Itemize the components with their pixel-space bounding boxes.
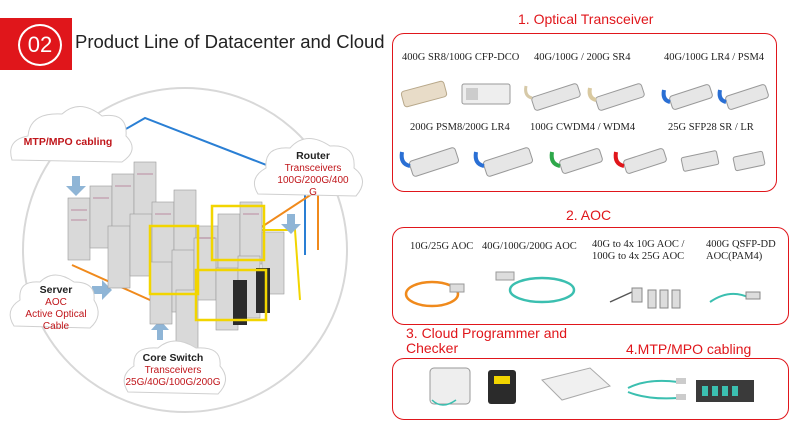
cloud-mtp-label: MTP/MPO cabling	[18, 136, 118, 149]
section-programmer-title: 3. Cloud Programmer and Checker	[406, 326, 567, 356]
cloud-icon	[123, 340, 226, 395]
arrow-down-icon	[281, 214, 301, 234]
cloud-server-sub2: Active Optical	[25, 309, 87, 320]
page-title: Product Line of Datacenter and Cloud	[75, 31, 385, 52]
transceiver-module-icon	[732, 150, 766, 172]
datacenter-ring	[22, 87, 348, 413]
transceiver-module-icon	[400, 80, 448, 108]
fiber-cassette-icon	[627, 378, 686, 400]
optical-label-2: 40G/100G / 200G SR4	[534, 52, 631, 63]
cloud-core-sub2: 25G/40G/100G/200G	[125, 377, 221, 388]
programmer-products	[429, 367, 754, 406]
cloud-icons	[9, 106, 363, 395]
section-optical-title: 1. Optical Transceiver	[518, 11, 654, 27]
transceiver-module-icon	[399, 147, 460, 177]
cloud-server-sub3: Cable	[42, 321, 70, 332]
transceiver-module-icon	[680, 150, 720, 172]
cloud-server-label: Server AOC Active Optical Cable	[14, 284, 98, 333]
aoc-label-5: 400G QSFP-DD	[706, 239, 776, 250]
arrow-right-icon	[92, 280, 112, 300]
arrow-down-icon	[66, 176, 86, 196]
aoc-cable-icon	[709, 291, 761, 303]
aoc-cable-icon	[495, 271, 576, 304]
optical-label-4: 200G PSM8/200G LR4	[410, 122, 510, 133]
cloud-core-label: Core Switch Transceivers 25G/40G/100G/20…	[118, 352, 228, 389]
section-number-badge: 02	[18, 24, 62, 66]
transceiver-module-icon	[587, 83, 645, 111]
section-programmer-title-line2: Checker	[406, 340, 459, 356]
cloud-router-title: Router	[296, 150, 330, 162]
cloud-server-sub1: AOC	[45, 297, 67, 308]
aoc-products	[404, 271, 761, 309]
programmer-device-icon	[541, 367, 612, 401]
cloud-router-label: Router Transceivers 100G/200G/400 G	[268, 150, 358, 199]
optical-label-6: 25G SFP28 SR / LR	[668, 122, 754, 133]
cloud-mtp-title: MTP/MPO cabling	[23, 136, 113, 148]
section-mtp-title: 4.MTP/MPO cabling	[626, 341, 752, 357]
optical-label-1: 400G SR8/100G CFP-DCO	[402, 52, 520, 63]
section-programmer-title-line1: 3. Cloud Programmer and	[406, 325, 568, 341]
transceiver-module-icon	[524, 83, 581, 111]
aoc-label-2: 40G/100G/200G AOC	[482, 241, 577, 252]
transceiver-module-icon	[461, 83, 511, 105]
datacenter-diagram	[9, 87, 363, 413]
cloud-icon	[9, 274, 99, 329]
aoc-label-3: 40G to 4x 10G AOC /	[592, 239, 685, 250]
cloud-icon	[253, 138, 363, 197]
programmer-device-icon	[429, 367, 471, 406]
transceiver-module-icon	[473, 147, 534, 177]
cloud-router-sub1: Transceivers	[284, 163, 342, 174]
optical-products	[399, 80, 769, 177]
server-racks	[67, 161, 285, 353]
transceiver-module-icon	[549, 148, 603, 174]
cloud-router-sub3: G	[309, 187, 317, 198]
aoc-cable-icon	[609, 287, 681, 309]
cloud-router-sub2: 100G/200G/400	[277, 175, 349, 186]
cloud-icon	[10, 106, 133, 163]
aoc-cable-icon	[404, 280, 465, 308]
aoc-label-6: AOC(PAM4)	[706, 251, 763, 262]
section-aoc-title: 2. AOC	[566, 207, 612, 223]
aoc-label-1: 10G/25G AOC	[410, 241, 474, 252]
transceiver-module-icon	[661, 84, 713, 110]
transceiver-module-icon	[717, 84, 769, 110]
aoc-panel	[392, 227, 789, 325]
arrow-up-icon	[151, 320, 169, 340]
cloud-core-sub1: Transceivers	[144, 365, 202, 376]
arrow-icons	[66, 176, 301, 340]
aoc-label-4: 100G to 4x 25G AOC	[592, 251, 685, 262]
cloud-server-title: Server	[39, 284, 73, 296]
programmer-device-icon	[488, 370, 516, 404]
optical-label-3: 40G/100G LR4 / PSM4	[664, 52, 765, 63]
optical-label-5: 100G CWDM4 / WDM4	[530, 122, 636, 133]
cloud-core-title: Core Switch	[142, 352, 204, 364]
transceiver-module-icon	[613, 148, 667, 174]
fiber-cassette-icon	[696, 380, 754, 402]
